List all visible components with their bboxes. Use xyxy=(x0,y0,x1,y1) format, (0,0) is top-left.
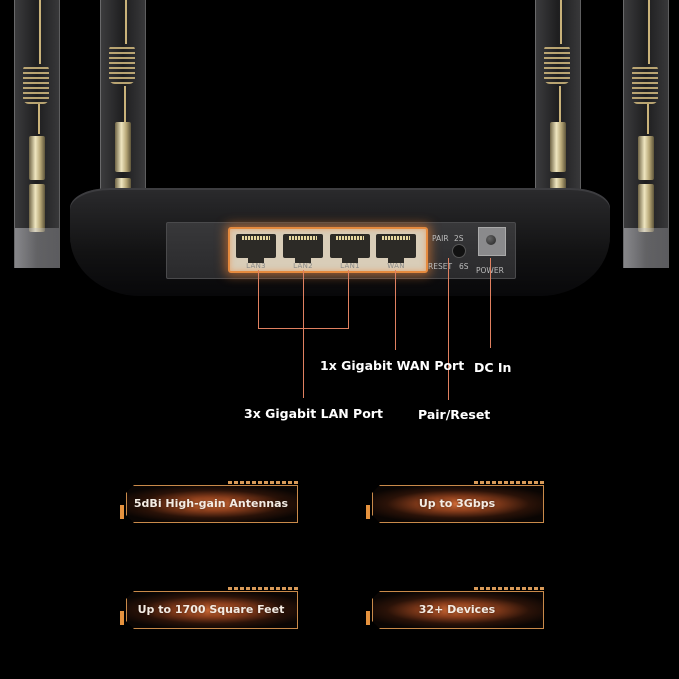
antenna-coil xyxy=(23,64,49,104)
callout-reset: Pair/Reset xyxy=(418,407,491,422)
pair-time-label: 2S xyxy=(454,234,464,243)
antenna-1 xyxy=(14,0,60,268)
reset-time-label: 6S xyxy=(459,262,469,271)
port-wan xyxy=(376,234,416,263)
wan-line xyxy=(395,270,396,350)
feature-label: Up to 1700 Square Feet xyxy=(137,602,285,616)
port-label-wan: WAN xyxy=(387,262,405,270)
callout-dc: DC In xyxy=(474,360,512,375)
feature-badge-devices: 32+ Devices xyxy=(366,587,544,629)
feature-label: 32+ Devices xyxy=(418,602,496,616)
port-lan2 xyxy=(283,234,323,263)
antenna-coil xyxy=(632,64,658,104)
power-jack xyxy=(486,235,496,245)
port-label-lan3: LAN3 xyxy=(246,262,266,270)
reset-button xyxy=(452,244,466,258)
antenna-4 xyxy=(623,0,669,268)
port-label-lan1: LAN1 xyxy=(340,262,360,270)
port-lan1 xyxy=(330,234,370,263)
callout-lan: 3x Gigabit LAN Port xyxy=(244,406,383,421)
feature-label: 5dBi High-gain Antennas xyxy=(133,496,289,510)
ethernet-ports-highlight: LAN3 LAN2 LAN1 WAN xyxy=(228,227,428,273)
port-lan3 xyxy=(236,234,276,263)
lan-connector-line xyxy=(258,328,349,329)
reset-label: RESET xyxy=(428,262,453,271)
lan2-line xyxy=(303,270,304,398)
antenna-coil xyxy=(109,44,135,84)
feature-badge-speed: Up to 3Gbps xyxy=(366,481,544,523)
pair-label: PAIR xyxy=(432,234,449,243)
lan3-line xyxy=(258,270,259,328)
dc-line xyxy=(490,258,491,348)
reset-line xyxy=(448,258,449,400)
power-label: POWER xyxy=(476,266,504,275)
antenna-coil xyxy=(544,44,570,84)
callout-wan: 1x Gigabit WAN Port xyxy=(320,358,465,373)
feature-badge-coverage: Up to 1700 Square Feet xyxy=(120,587,298,629)
lan1-line xyxy=(348,270,349,328)
feature-label: Up to 3Gbps xyxy=(418,496,496,510)
feature-badge-antennas: 5dBi High-gain Antennas xyxy=(120,481,298,523)
port-label-lan2: LAN2 xyxy=(293,262,313,270)
